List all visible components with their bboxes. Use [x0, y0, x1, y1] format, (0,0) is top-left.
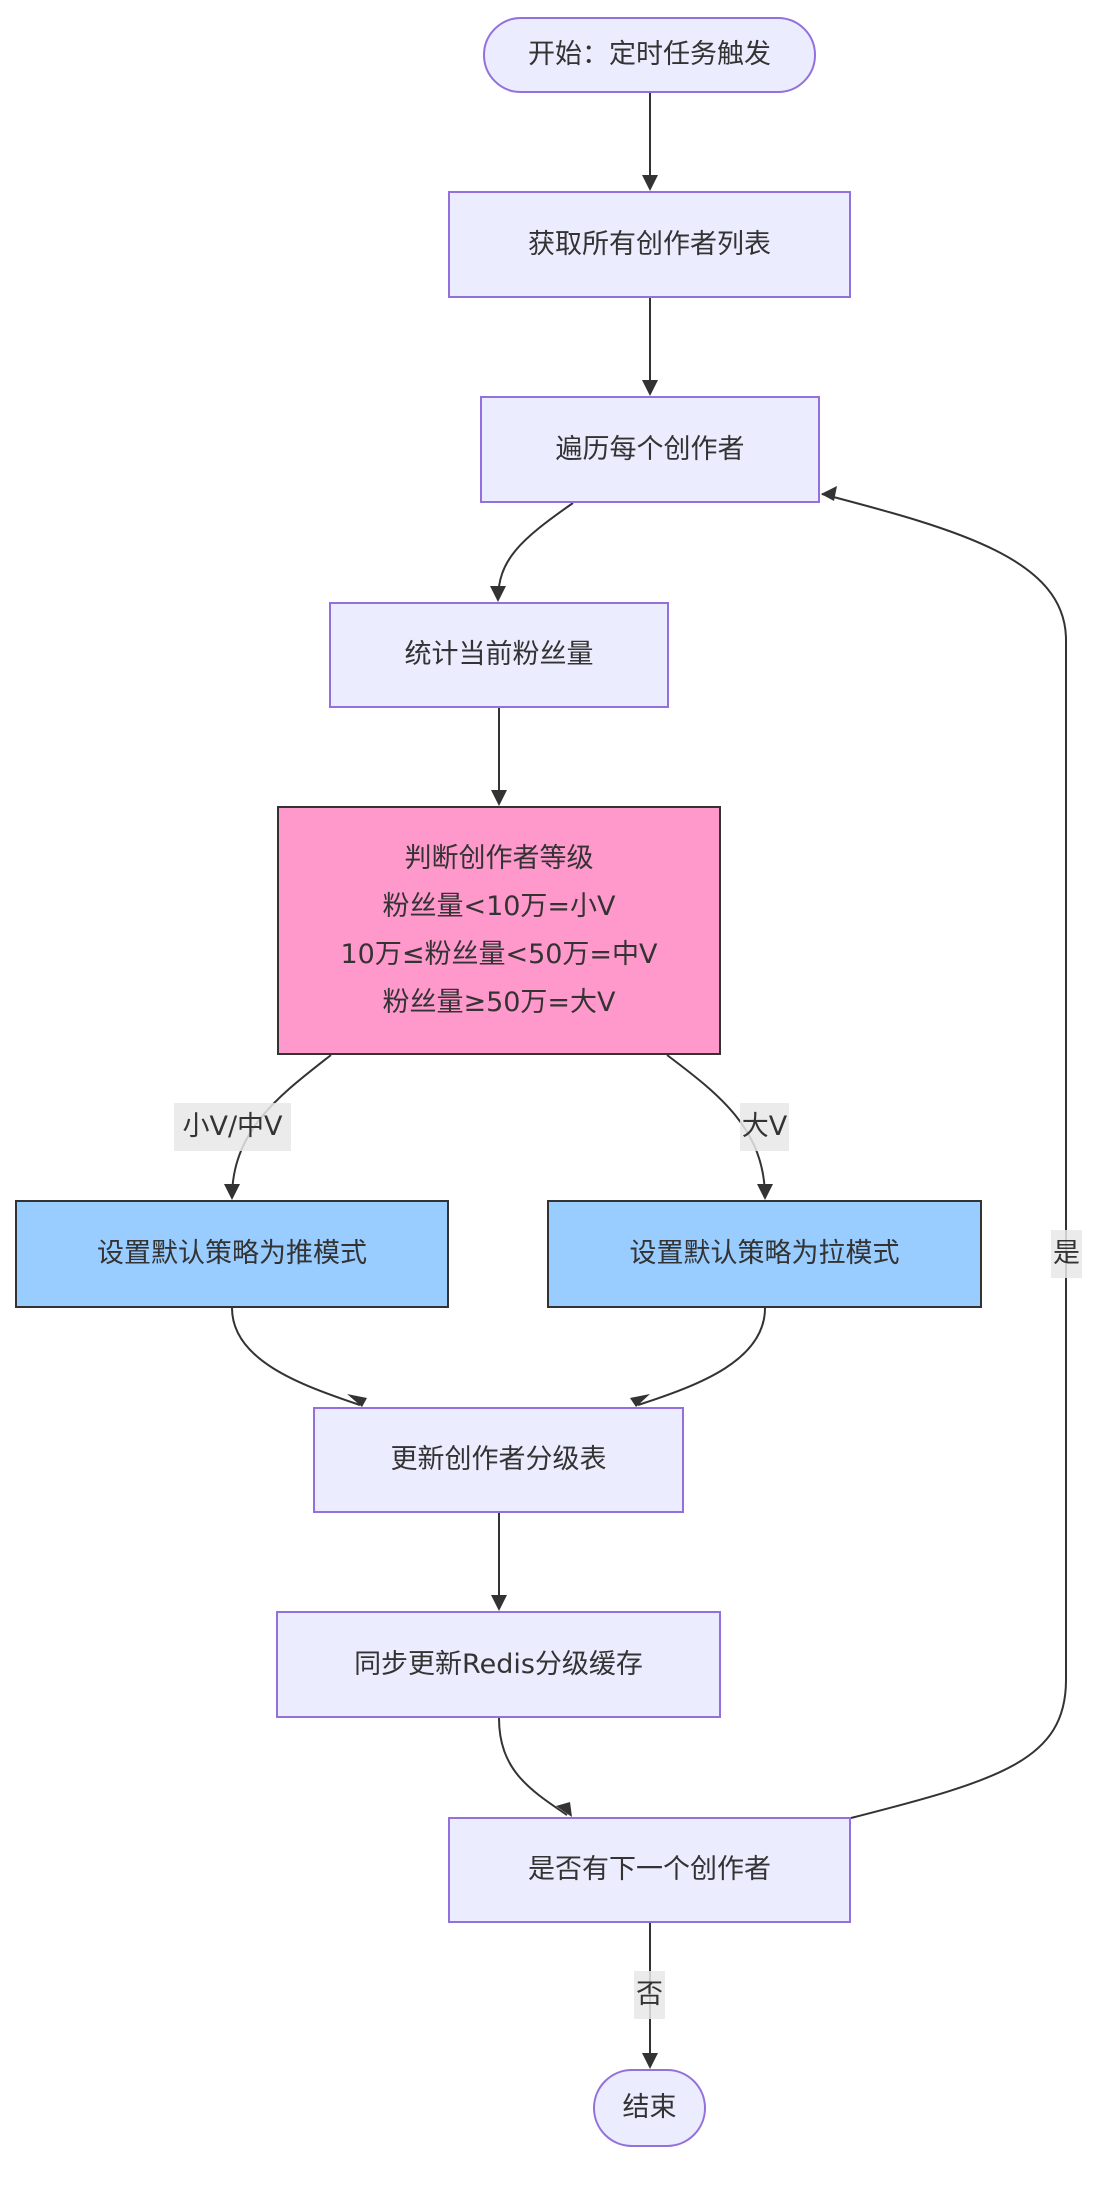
edge-label-small-mid: 小V/中V — [174, 1103, 291, 1151]
arrowhead — [556, 1802, 572, 1817]
node-get-list[interactable]: 获取所有创作者列表 — [448, 191, 851, 298]
judge-line-mid: 10万≤粉丝量<50万=中V — [340, 938, 658, 970]
node-has-next-label: 是否有下一个创作者 — [528, 1854, 771, 1885]
edge-label-no: 否 — [634, 1971, 665, 2019]
node-start-label: 开始：定时任务触发 — [528, 39, 771, 70]
node-count-fans[interactable]: 统计当前粉丝量 — [329, 602, 669, 708]
arrowhead — [491, 1595, 507, 1611]
node-pull-mode[interactable]: 设置默认策略为拉模式 — [547, 1200, 982, 1308]
node-pull-mode-label: 设置默认策略为拉模式 — [629, 1238, 900, 1269]
node-end[interactable]: 结束 — [593, 2069, 706, 2147]
edge-has-next-to-iterate — [821, 493, 1067, 1819]
edge-iterate-to-count-fans — [497, 502, 574, 601]
node-push-mode-label: 设置默认策略为推模式 — [97, 1238, 367, 1269]
judge-line-big: 粉丝量≥50万=大V — [382, 986, 616, 1018]
arrowhead — [224, 1184, 240, 1200]
node-sync-redis[interactable]: 同步更新Redis分级缓存 — [276, 1611, 721, 1718]
arrowhead — [630, 1394, 650, 1407]
node-end-label: 结束 — [622, 2092, 677, 2123]
arrowhead — [757, 1184, 773, 1200]
node-count-fans-label: 统计当前粉丝量 — [404, 639, 594, 670]
node-iterate-label: 遍历每个创作者 — [555, 433, 745, 465]
edge-judge-to-pull — [666, 1054, 766, 1199]
node-has-next[interactable]: 是否有下一个创作者 — [448, 1817, 851, 1923]
node-update-table[interactable]: 更新创作者分级表 — [313, 1407, 684, 1513]
arrowhead — [490, 586, 506, 602]
edge-label-yes: 是 — [1051, 1230, 1082, 1278]
edge-redis-to-has-next — [498, 1717, 568, 1816]
node-judge-level[interactable]: 判断创作者等级 粉丝量<10万=小V 10万≤粉丝量<50万=中V 粉丝量≥50… — [277, 806, 721, 1055]
arrowhead — [821, 486, 837, 501]
edge-pull-to-update — [637, 1307, 766, 1406]
node-start[interactable]: 开始：定时任务触发 — [483, 17, 816, 93]
judge-line-small: 粉丝量<10万=小V — [382, 890, 616, 922]
arrowhead — [347, 1394, 367, 1407]
node-get-list-label: 获取所有创作者列表 — [528, 228, 771, 260]
edge-push-to-update — [231, 1307, 361, 1406]
arrowhead — [642, 380, 658, 396]
arrowhead — [642, 175, 658, 191]
node-sync-redis-label: 同步更新Redis分级缓存 — [354, 1648, 643, 1680]
node-push-mode[interactable]: 设置默认策略为推模式 — [15, 1200, 449, 1308]
node-iterate[interactable]: 遍历每个创作者 — [480, 396, 820, 503]
node-update-table-label: 更新创作者分级表 — [390, 1444, 607, 1475]
arrowhead — [491, 790, 507, 806]
edge-label-big: 大V — [740, 1103, 789, 1151]
judge-line-title: 判断创作者等级 — [404, 842, 594, 874]
arrowhead — [642, 2053, 658, 2069]
